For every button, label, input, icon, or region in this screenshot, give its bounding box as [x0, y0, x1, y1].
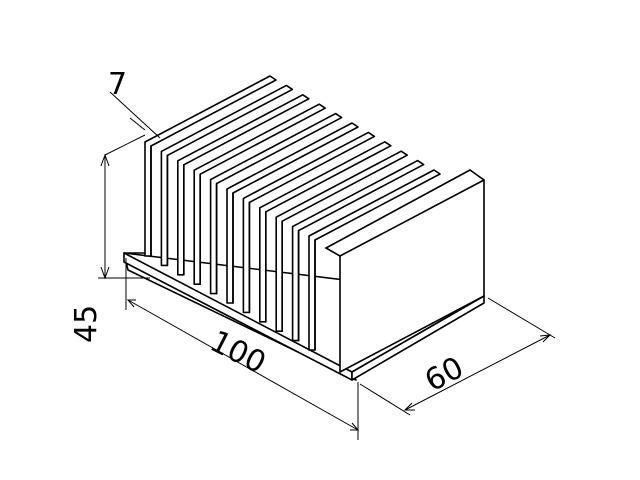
fin-thickness-label: 7 — [108, 67, 127, 102]
front-fin — [325, 169, 485, 373]
dimension-lines — [98, 91, 556, 440]
width-label: 60 — [419, 350, 469, 399]
heatsink-fins — [144, 75, 441, 351]
height-label: 45 — [69, 305, 104, 343]
